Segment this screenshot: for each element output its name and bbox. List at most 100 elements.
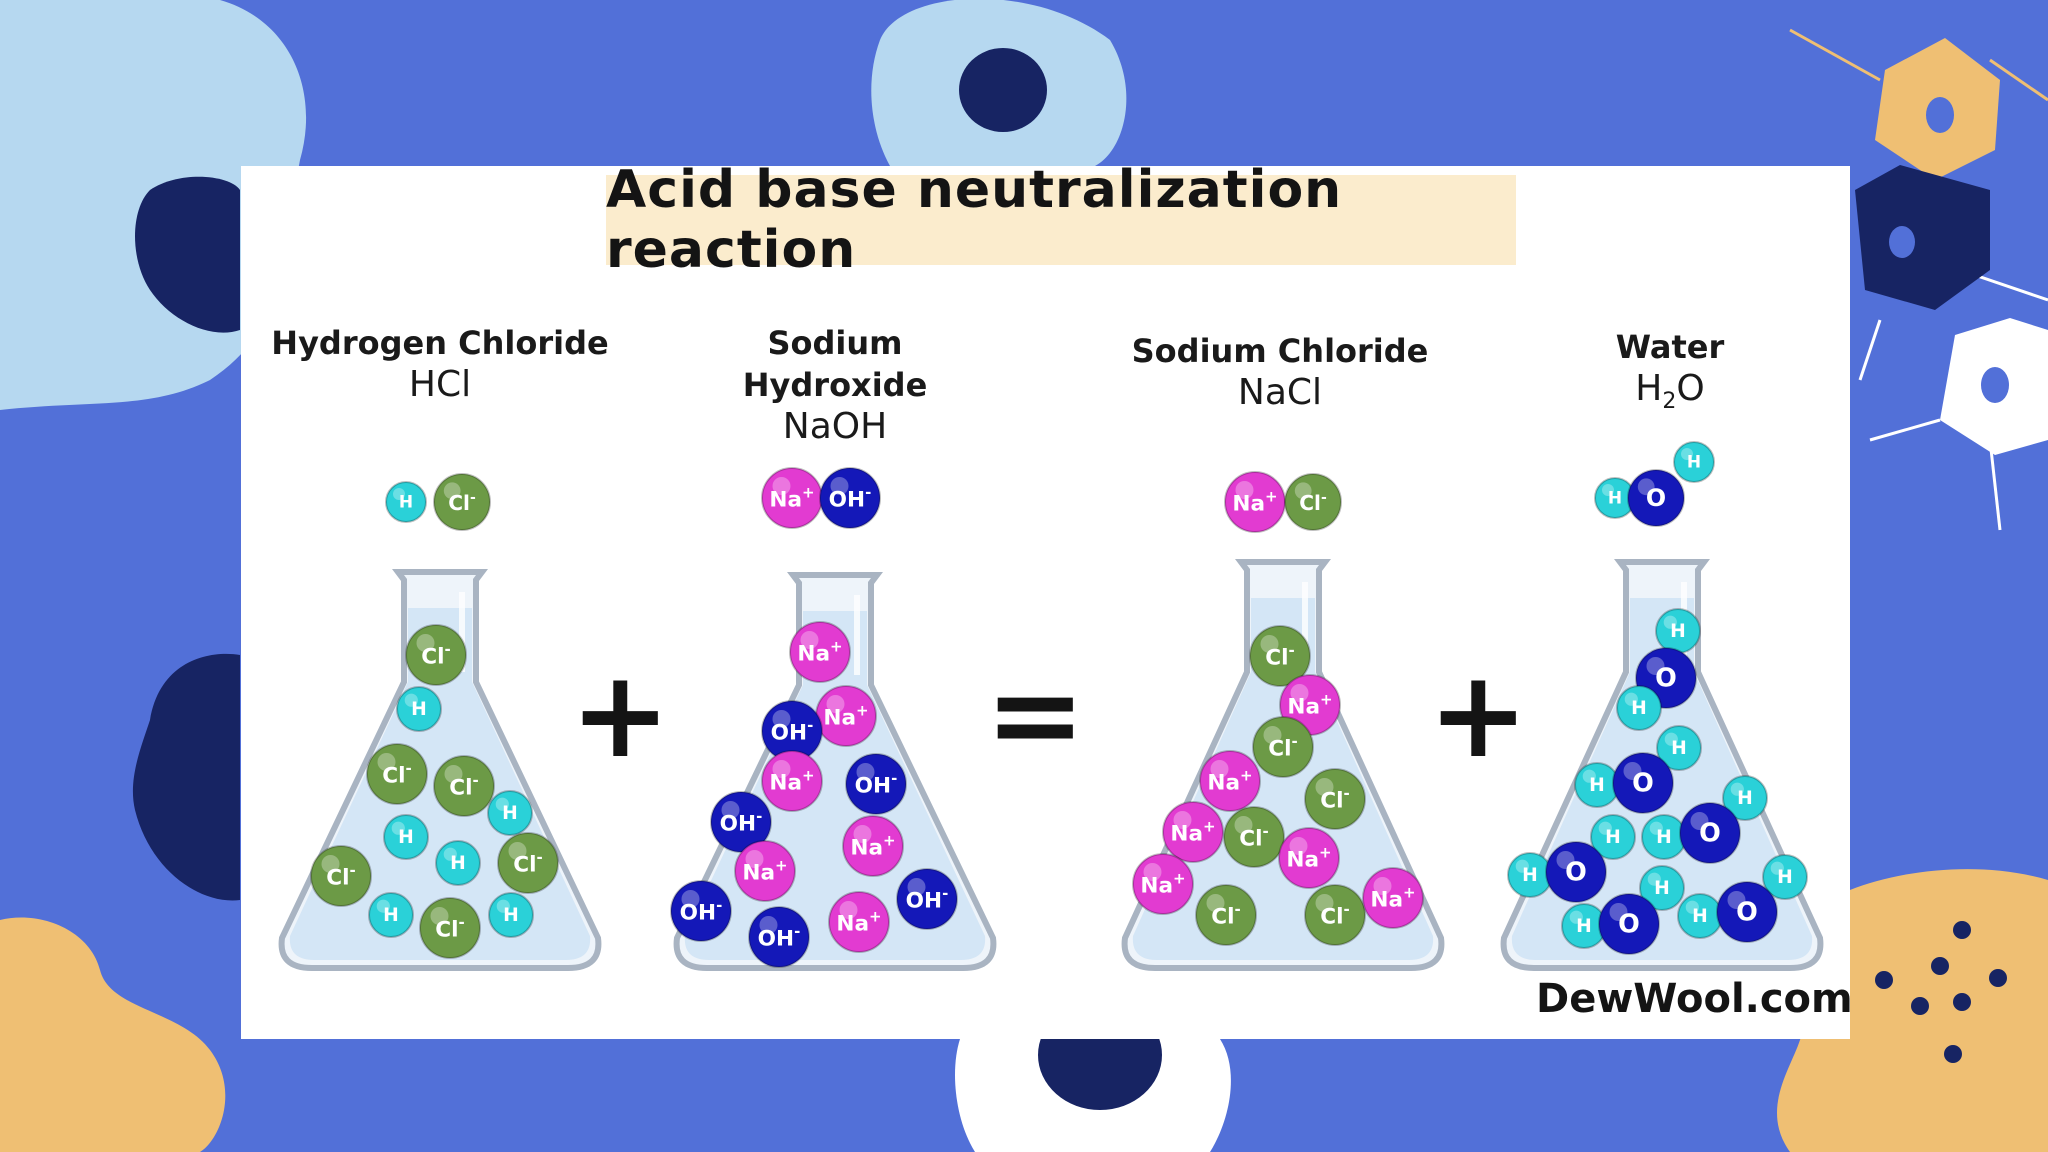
ion-label: OH- xyxy=(771,716,814,745)
navy-ring-left xyxy=(132,653,240,901)
ion-particle: O xyxy=(1545,841,1607,903)
ion-particle: Na+ xyxy=(1279,674,1341,736)
ion-label: OH- xyxy=(680,896,723,925)
ion-circle xyxy=(1195,884,1257,946)
ion-label: O xyxy=(1565,857,1587,887)
formula-part: O xyxy=(1676,368,1705,409)
ion-particle: Na+ xyxy=(1362,867,1424,929)
ion-label: H xyxy=(411,699,427,720)
ion-particle: Cl- xyxy=(1284,473,1342,531)
ion-particle: H xyxy=(1561,903,1607,949)
ion-circle xyxy=(1716,881,1778,943)
ion-label: Na+ xyxy=(797,637,842,666)
ion-particle: OH- xyxy=(819,467,881,529)
ion-shine xyxy=(1373,877,1392,895)
ion-particle: Na+ xyxy=(1224,471,1286,533)
ion-particle: OH- xyxy=(761,700,823,762)
ion-particle: Na+ xyxy=(761,750,823,812)
ion-label: H xyxy=(1692,906,1708,927)
ion-shine xyxy=(1206,894,1225,912)
plus-sign-1: + xyxy=(570,646,671,785)
ion-circle xyxy=(1304,768,1366,830)
ion-label: H xyxy=(1670,621,1686,642)
ion-label: H xyxy=(1576,916,1592,937)
ion-shine xyxy=(1234,816,1253,834)
ion-particle: Cl- xyxy=(1304,884,1366,946)
ion-label: H xyxy=(1687,453,1701,473)
ion-shine xyxy=(1637,478,1655,496)
ion-circle xyxy=(896,868,958,930)
ion-label: H xyxy=(1671,738,1687,759)
ion-particle: H xyxy=(385,481,427,523)
formula-part: H xyxy=(1635,368,1663,409)
ion-circle xyxy=(487,790,533,836)
equals-sign: = xyxy=(985,646,1086,785)
ion-shine xyxy=(1598,821,1612,835)
ion-particle: H xyxy=(487,790,533,836)
ion-shine xyxy=(1624,692,1638,706)
ion-shine xyxy=(1210,760,1229,778)
ion-shine xyxy=(830,477,849,495)
ion-circle xyxy=(366,743,428,805)
ion-particle: OH- xyxy=(710,791,772,853)
substance-formula: H2O xyxy=(1570,368,1770,423)
ion-shine xyxy=(376,899,390,913)
ion-shine xyxy=(1727,891,1746,909)
ion-shine xyxy=(444,765,463,783)
ion-label: O xyxy=(1699,818,1721,848)
ion-label: O xyxy=(1646,484,1666,512)
ion-particle: H xyxy=(396,686,442,732)
ion-particle: H xyxy=(488,892,534,938)
ion-shine xyxy=(1294,482,1312,500)
ion-label: H xyxy=(1777,867,1793,888)
ion-shine xyxy=(853,825,872,843)
ion-shine xyxy=(745,850,764,868)
ion-shine xyxy=(1260,635,1279,653)
ion-particle: O xyxy=(1679,802,1741,864)
substance-name: Hydrogen Chloride xyxy=(271,324,609,362)
ion-label: H xyxy=(399,493,413,513)
ion-circle xyxy=(368,892,414,938)
ion-shine xyxy=(1602,484,1614,496)
ion-circle xyxy=(383,814,429,860)
ion-shine xyxy=(1235,481,1254,499)
orange-blob-bottom-left xyxy=(0,917,226,1152)
ion-particle: Cl- xyxy=(405,624,467,686)
ion-particle: H xyxy=(1673,441,1715,483)
ion-particle: H xyxy=(435,840,481,886)
ion-particle: O xyxy=(1627,469,1685,527)
ion-shine xyxy=(1515,859,1529,873)
ion-particle: Cl- xyxy=(433,755,495,817)
ion-particle: Na+ xyxy=(761,467,823,529)
ion-shine xyxy=(1647,872,1661,886)
ion-label: H xyxy=(383,905,399,926)
ion-label: H xyxy=(1605,827,1621,848)
ion-circle xyxy=(419,897,481,959)
ion-particle: H xyxy=(1639,865,1685,911)
ion-label: H xyxy=(503,905,519,926)
ion-particle: Cl- xyxy=(310,845,372,907)
ion-shine xyxy=(1664,732,1678,746)
ion-label: Cl- xyxy=(382,759,411,788)
ion-particle: H xyxy=(1656,725,1702,771)
ion-particle: Na+ xyxy=(815,685,877,747)
ion-circle xyxy=(734,840,796,902)
ion-circle xyxy=(1639,865,1685,911)
navy-dots-cluster xyxy=(1875,921,2007,1063)
ion-shine xyxy=(443,482,461,500)
ion-particle: Na+ xyxy=(1199,750,1261,812)
ion-circle xyxy=(396,686,442,732)
ion-particle: H xyxy=(1594,477,1636,519)
ion-shine xyxy=(321,855,340,873)
ion-particle: Cl- xyxy=(1223,806,1285,868)
ion-circle xyxy=(1598,893,1660,955)
ion-shine xyxy=(1290,684,1309,702)
ion-shine xyxy=(1315,894,1334,912)
ion-circle xyxy=(1223,806,1285,868)
ion-particle: Na+ xyxy=(789,621,851,683)
ion-circle xyxy=(433,473,491,531)
ion-particle: H xyxy=(1762,854,1808,900)
ion-circle xyxy=(1762,854,1808,900)
ion-circle xyxy=(1252,716,1314,778)
